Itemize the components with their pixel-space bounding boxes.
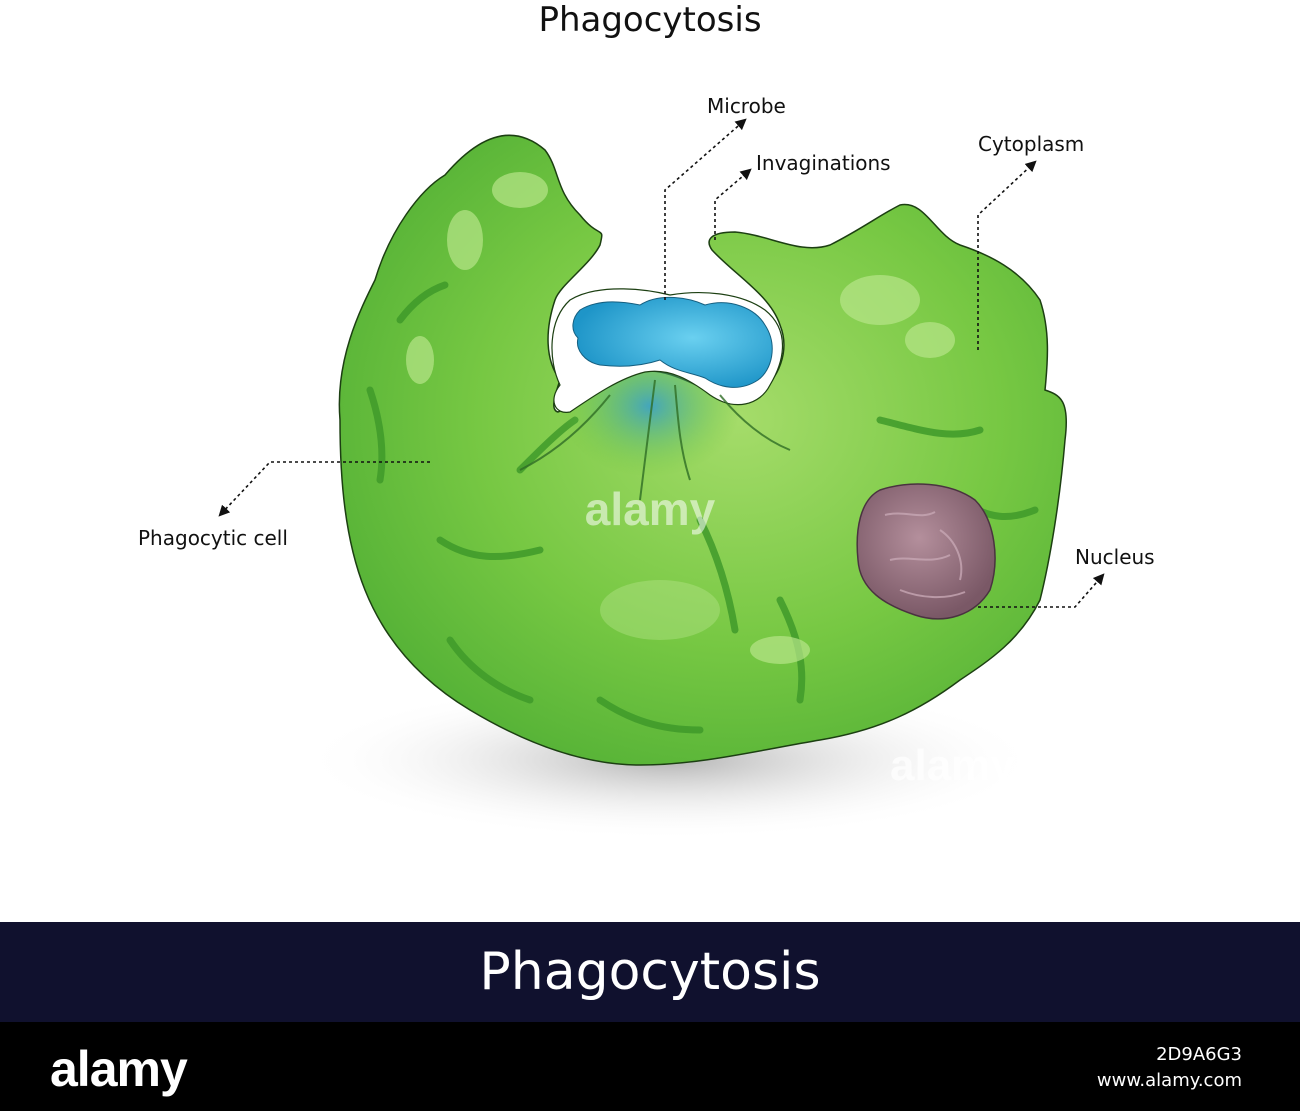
microbe — [572, 296, 773, 388]
nucleus-texture — [884, 511, 966, 599]
watermark-right: alamy — [890, 741, 1015, 790]
brand-logo: alamy — [50, 1041, 188, 1097]
image-id: 2D9A6G3 — [1156, 1044, 1242, 1065]
phagocytosis-diagram: alamy alamy — [218, 118, 1105, 840]
cell-highlights — [406, 172, 955, 664]
label-invaginations: Invaginations — [756, 151, 891, 175]
leader-lines — [218, 118, 1105, 608]
invagination-lines — [519, 379, 791, 501]
banner-title: Phagocytosis — [479, 942, 821, 1002]
site-url: www.alamy.com — [1096, 1070, 1242, 1091]
page-title: Phagocytosis — [538, 0, 762, 40]
nucleus — [856, 483, 996, 620]
label-nucleus: Nucleus — [1075, 545, 1155, 569]
image-reference: 2D9A6G3 www.alamy.com — [1097, 1042, 1242, 1094]
title-banner: Phagocytosis — [0, 922, 1300, 1022]
label-phagocytic-cell: Phagocytic cell — [138, 526, 288, 550]
label-microbe: Microbe — [707, 94, 786, 118]
label-cytoplasm: Cytoplasm — [978, 132, 1085, 156]
watermark-center: alamy — [585, 483, 716, 535]
footer-bar: alamy 2D9A6G3 www.alamy.com — [0, 1022, 1300, 1111]
